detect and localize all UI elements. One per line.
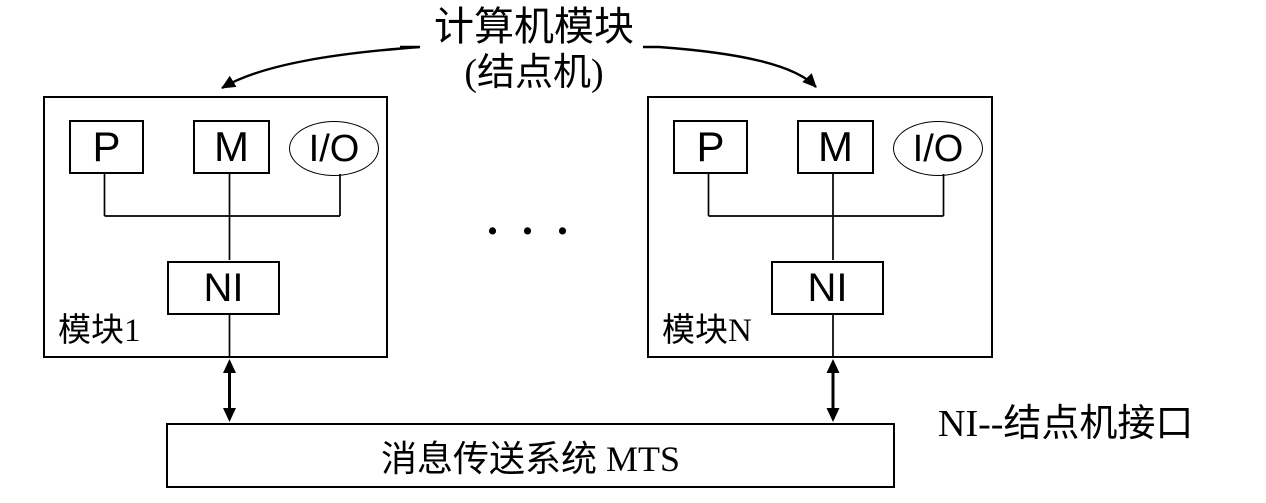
- processor-box: P: [69, 120, 144, 174]
- io-ellipse: I/O: [893, 121, 983, 176]
- ni-box: NI: [167, 261, 280, 315]
- arrow-up-head: [223, 359, 236, 373]
- io-label: I/O: [912, 127, 964, 170]
- title-block: 计算机模块 (结点机): [384, 4, 684, 96]
- mts-box: 消息传送系统 MTS: [166, 423, 895, 488]
- ellipsis-dots: ...: [487, 195, 592, 244]
- memory-label: M: [214, 123, 249, 170]
- io-label: I/O: [308, 127, 360, 170]
- ni-box: NI: [771, 261, 884, 315]
- module-1-mts-arrow: [223, 359, 236, 422]
- processor-box: P: [673, 120, 748, 174]
- memory-label: M: [818, 123, 853, 170]
- memory-box: M: [797, 120, 874, 174]
- arrow-up-head: [826, 359, 840, 373]
- module-n-mts-arrow: [826, 359, 840, 422]
- processor-label: P: [92, 123, 121, 170]
- ni-label: NI: [203, 266, 244, 310]
- title-line-2: (结点机): [464, 52, 604, 94]
- ni-legend: NI--结点机接口: [938, 403, 1194, 445]
- mts-label: 消息传送系统 MTS: [380, 438, 681, 479]
- module-1-box: P M I/O NI 模块1: [43, 96, 388, 358]
- memory-box: M: [193, 120, 270, 174]
- io-ellipse: I/O: [289, 121, 379, 176]
- module-label: 模块1: [58, 313, 141, 349]
- module-label: 模块N: [662, 313, 752, 349]
- processor-label: P: [696, 123, 725, 170]
- arrow-down-head: [826, 408, 840, 422]
- arrow-down-head: [223, 408, 236, 422]
- module-n-box: P M I/O NI 模块N: [647, 96, 993, 358]
- ni-label: NI: [807, 266, 848, 310]
- title-line-1: 计算机模块: [434, 4, 634, 49]
